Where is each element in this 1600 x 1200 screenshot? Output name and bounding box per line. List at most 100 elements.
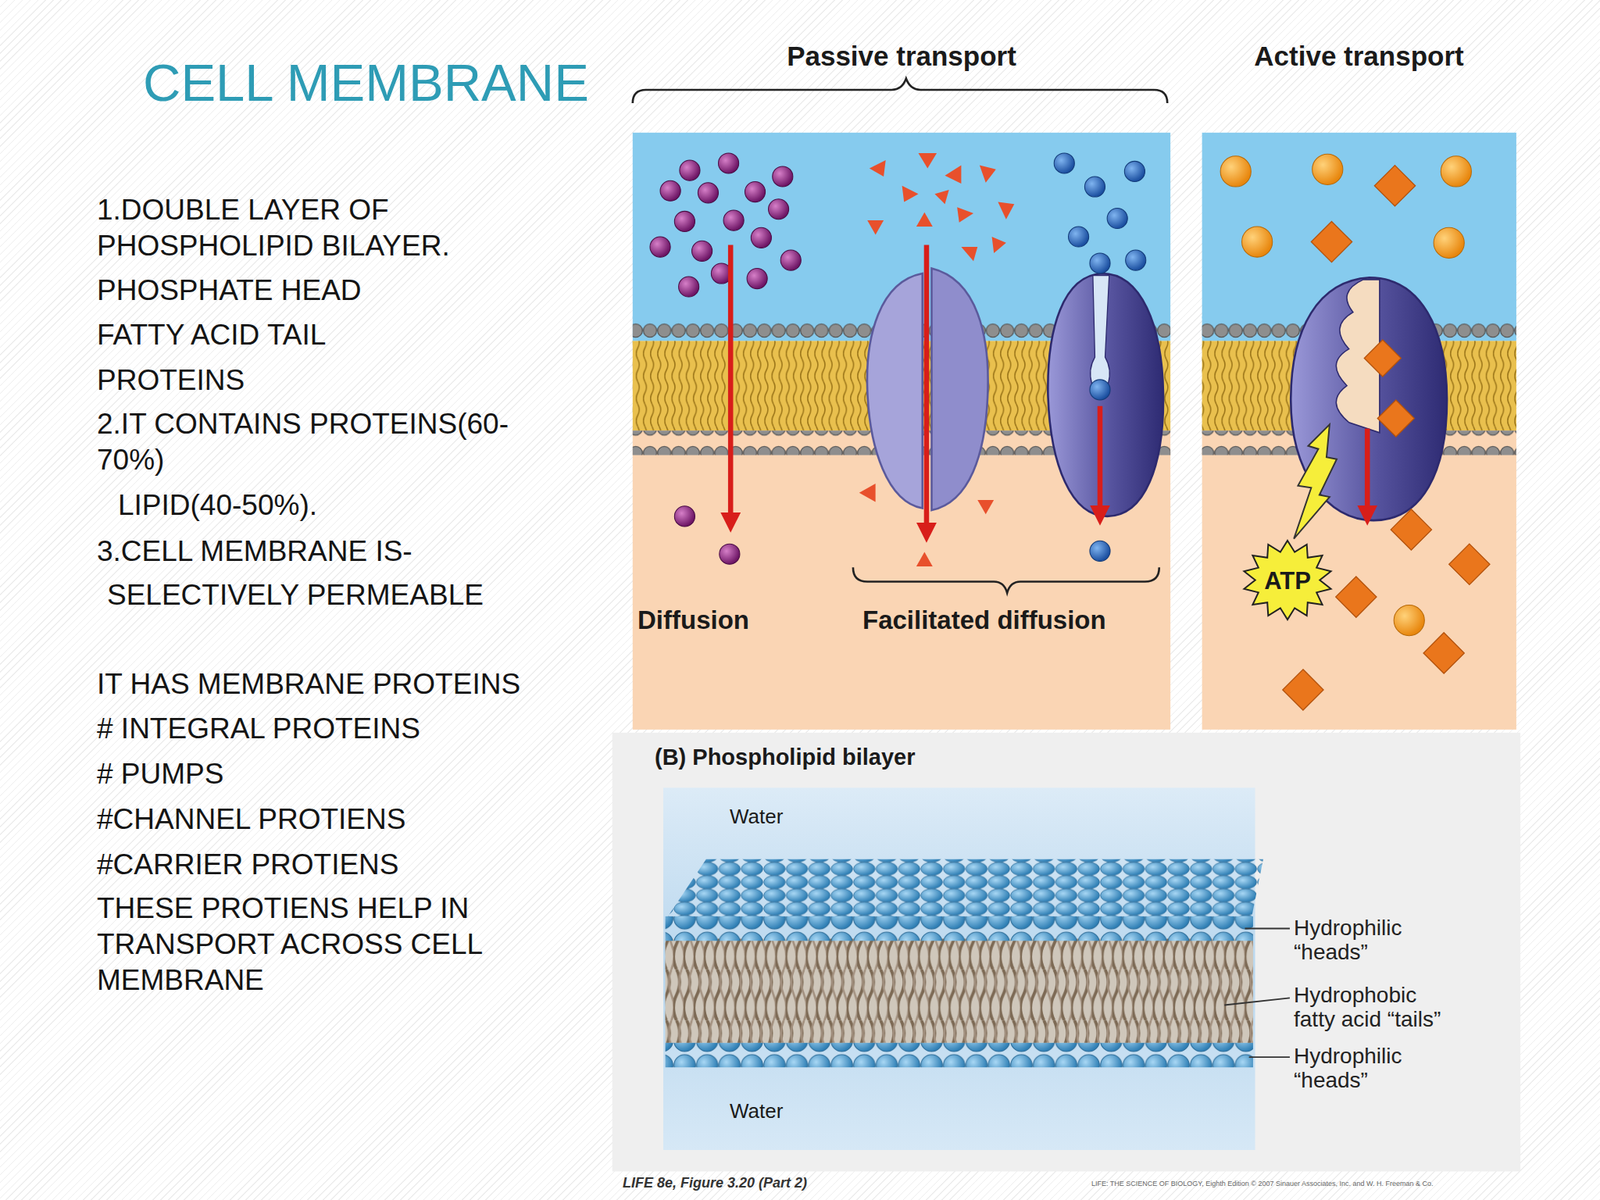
solute-molecule [768,199,790,220]
solute-molecule [692,240,713,261]
energy-label: ATP [1241,565,1334,595]
figure-group [612,78,1521,1172]
diffusion-arrow [728,244,734,522]
pumped-ion [1374,165,1415,207]
part-label: Hydrophilic “heads” [1293,915,1450,965]
ion [867,220,884,235]
solute-molecule [674,506,695,527]
pumped-ion [1423,632,1465,674]
molecule [1220,156,1251,187]
solute-molecule [660,180,681,201]
molecule [1312,153,1343,185]
process-label: Diffusion [637,604,750,636]
bullet-text: 2.IT CONTAINS PROTEINS(60-70%) [96,406,566,479]
ion [992,236,1007,254]
head-surface [665,859,1264,921]
ion [960,246,978,261]
part-label: Hydrophobic fatty acid “tails” [1293,982,1450,1032]
pumped-ion [1364,339,1401,377]
region-label: Water [729,1099,783,1124]
ion [934,189,949,204]
ion [918,153,938,169]
ion [916,212,933,227]
panel-heading: Active transport [1201,39,1517,73]
water [663,787,1256,1150]
bullet-text: # INTEGRAL PROTEINS [96,710,566,747]
pumped-ion [1335,576,1377,618]
solute-molecule [772,166,793,187]
transport-panel: Passive transportDiffusionFacilitated di… [632,132,1171,730]
ion [957,207,974,223]
slide-title: CELL MEMBRANE [142,51,590,115]
solute-molecule [744,181,765,202]
ion [979,165,997,183]
solute-molecule [650,236,671,258]
pumped-ion [1449,543,1490,585]
molecule [1433,227,1465,258]
pumped-ion [1282,669,1324,711]
bullet-text: 1.DOUBLE LAYER OF PHOSPHOLIPID BILAYER. [96,192,566,265]
molecule [1242,226,1273,258]
atp-starburst: ATP [1241,539,1334,622]
pumped-ion [1390,509,1432,550]
bullet-text: PROTEINS [96,362,566,399]
brace [853,567,1160,593]
solute-molecule [1089,253,1111,274]
energy-bolt [1293,424,1337,539]
bullet-text: PHOSPHATE HEAD [96,272,566,309]
process-label: Facilitated diffusion [862,604,1107,636]
channel-protein [867,273,923,508]
solute-molecule [1107,207,1128,229]
bullet-text: IT HAS MEMBRANE PROTEINS [96,666,566,703]
solute-molecule [1124,160,1145,182]
carrier-protein [1047,273,1164,517]
ion [916,552,933,567]
bracket [632,78,1168,104]
part-label: Hydrophilic “heads” [1293,1043,1450,1093]
solute-molecule [678,276,700,297]
region-label: Water [729,804,783,829]
ion [977,500,994,515]
solute-molecule [723,210,744,231]
pump-arrow [1364,428,1371,516]
bullet-text: FATTY ACID TAIL [96,317,566,354]
solute-molecule [719,543,740,565]
bullet-text: # PUMPS [96,756,566,793]
carrier-arrow [1097,406,1104,516]
solute-molecule [1084,176,1105,197]
solute-molecule [1089,379,1111,400]
molecule [1440,156,1472,187]
molecule [1393,605,1425,636]
ion [944,165,961,185]
solute-molecule [1068,226,1090,247]
pumped-ion [1377,400,1415,437]
transport-panel: Active transportATP [1201,132,1517,730]
solute-molecule [780,250,801,271]
solute-molecule [1053,153,1075,174]
figure-panel [612,732,1521,1172]
channel-protein [931,268,988,511]
hydrophobic-tails [665,939,1254,1043]
leader-line [1249,1056,1290,1058]
bullet-text: LIPID(40-50%). [117,487,587,524]
channel-arrow [924,244,930,533]
bullet-text: 3.CELL MEMBRANE IS- [96,533,566,570]
solute-molecules [650,153,801,565]
ion [902,185,919,203]
hydrophilic-heads [665,1042,1254,1068]
bullet-text: THESE PROTIENS HELP IN TRANSPORT ACROSS … [96,890,566,999]
hydrophilic-heads [665,916,1254,941]
ions [859,153,1015,567]
solute-molecules [1053,153,1147,561]
solute-molecule [679,160,700,181]
bilayer-panel: (B) Phospholipid bilayerWaterWater [612,732,1521,1200]
solute-molecule [750,227,772,248]
tail-region [665,939,1254,1043]
panel-heading: (B) Phospholipid bilayer [654,743,916,772]
pumped-ions [1282,165,1490,711]
solute-molecule [1089,540,1111,561]
ion [859,483,876,503]
solute-molecule [718,153,740,174]
solute-molecule [674,210,695,232]
